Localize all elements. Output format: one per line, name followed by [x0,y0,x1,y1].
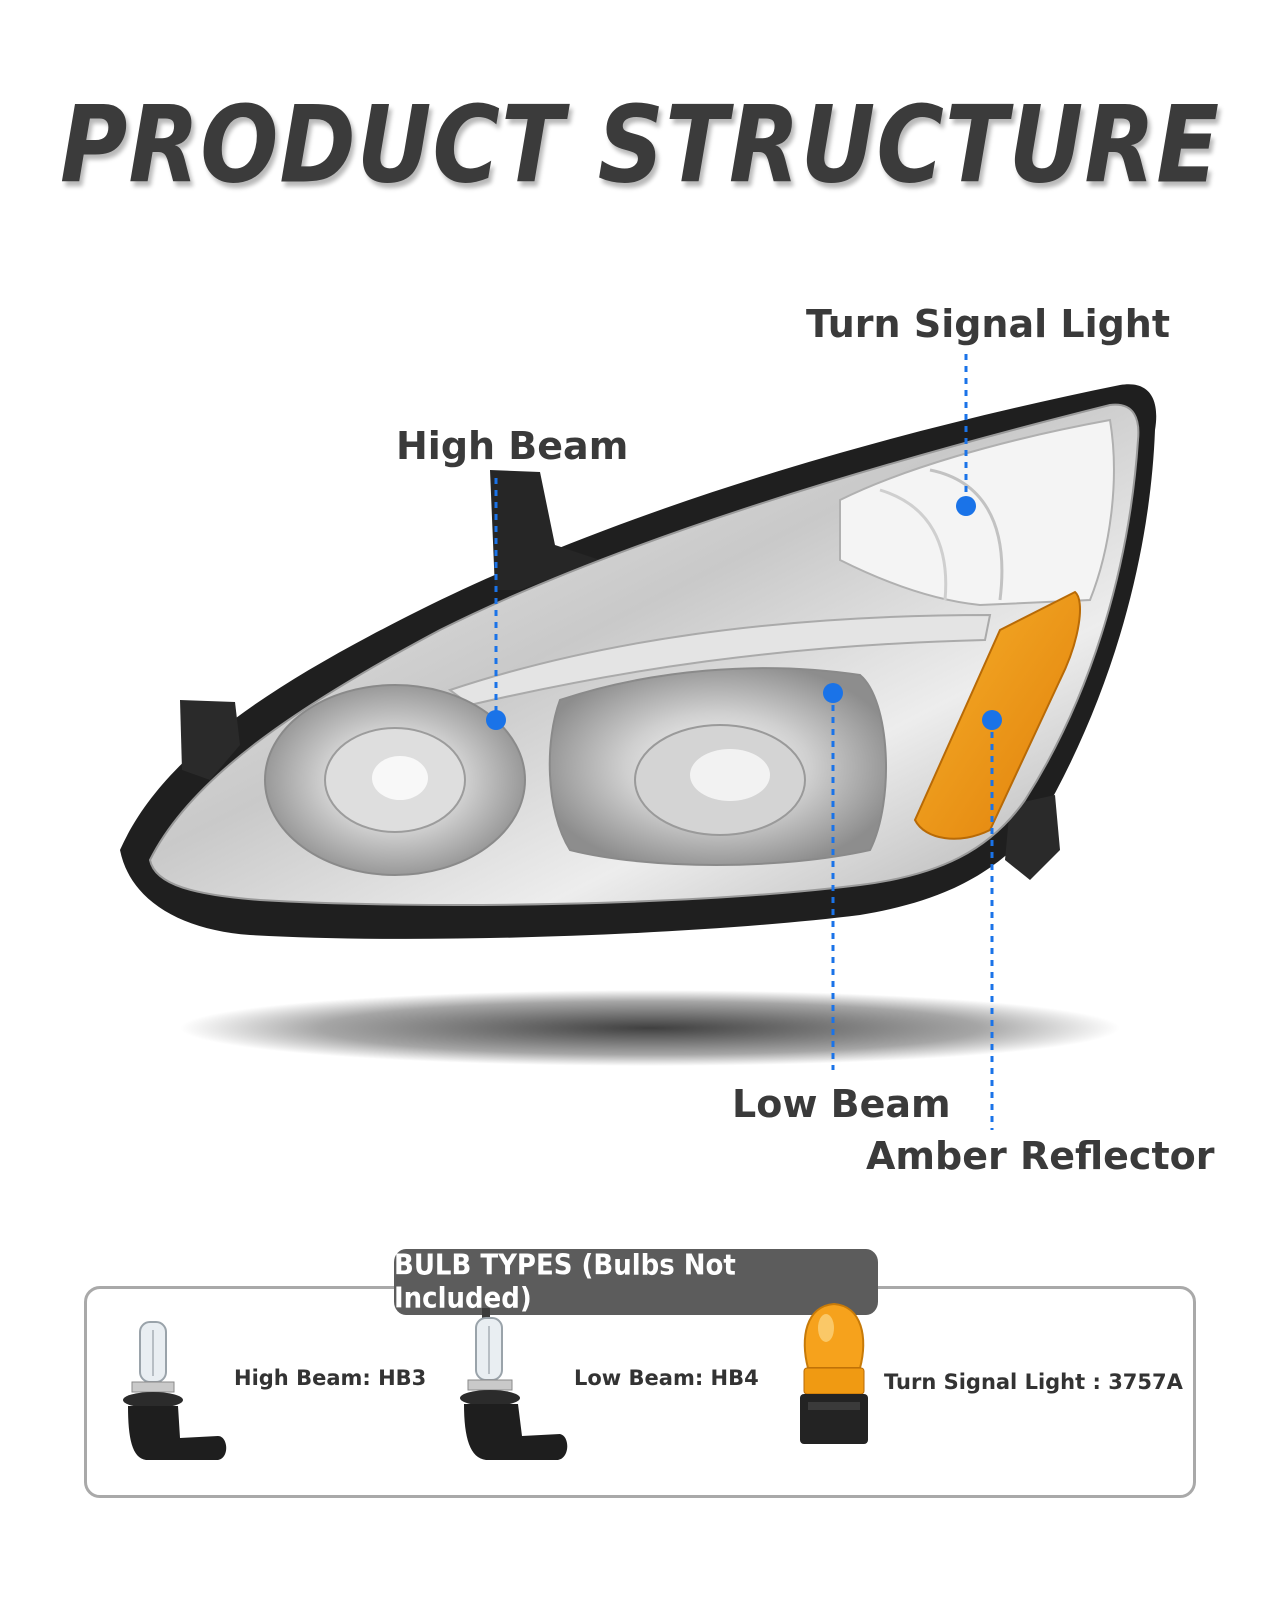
callout-dot-high-beam [486,710,506,730]
ground-shadow [180,990,1120,1066]
callout-label-high-beam: High Beam [396,424,629,468]
hb3-bulb-icon [123,1321,227,1460]
callout-label-low-beam: Low Beam [732,1082,951,1126]
mounting-tab-left [180,700,240,780]
callout-dot-amber-reflector [982,710,1002,730]
callout-label-amber-reflector: Amber Reflector [866,1134,1215,1178]
bulb-label-hb3: High Beam: HB3 [234,1366,427,1390]
page-title: PRODUCT STRUCTURE [59,83,1221,208]
bulb-types-panel [84,1286,1196,1498]
mounting-tab-right [1005,795,1060,880]
chrome-divider [447,613,992,707]
bulb-label-3757a: Turn Signal Light : 3757A [884,1370,1183,1394]
callout-dot-turn-signal [956,496,976,516]
bulb-label-hb4: Low Beam: HB4 [574,1366,759,1390]
hb4-bulb-icon [460,1308,568,1460]
mounting-tab-top [490,470,600,590]
3757a-amber-bulb-icon [800,1302,868,1444]
turn-signal-chamber [839,418,1115,607]
callout-dot-low-beam [823,683,843,703]
callout-label-turn-signal: Turn Signal Light [806,302,1171,346]
bulb-types-heading: BULB TYPES (Bulbs Not Included) [394,1249,878,1315]
